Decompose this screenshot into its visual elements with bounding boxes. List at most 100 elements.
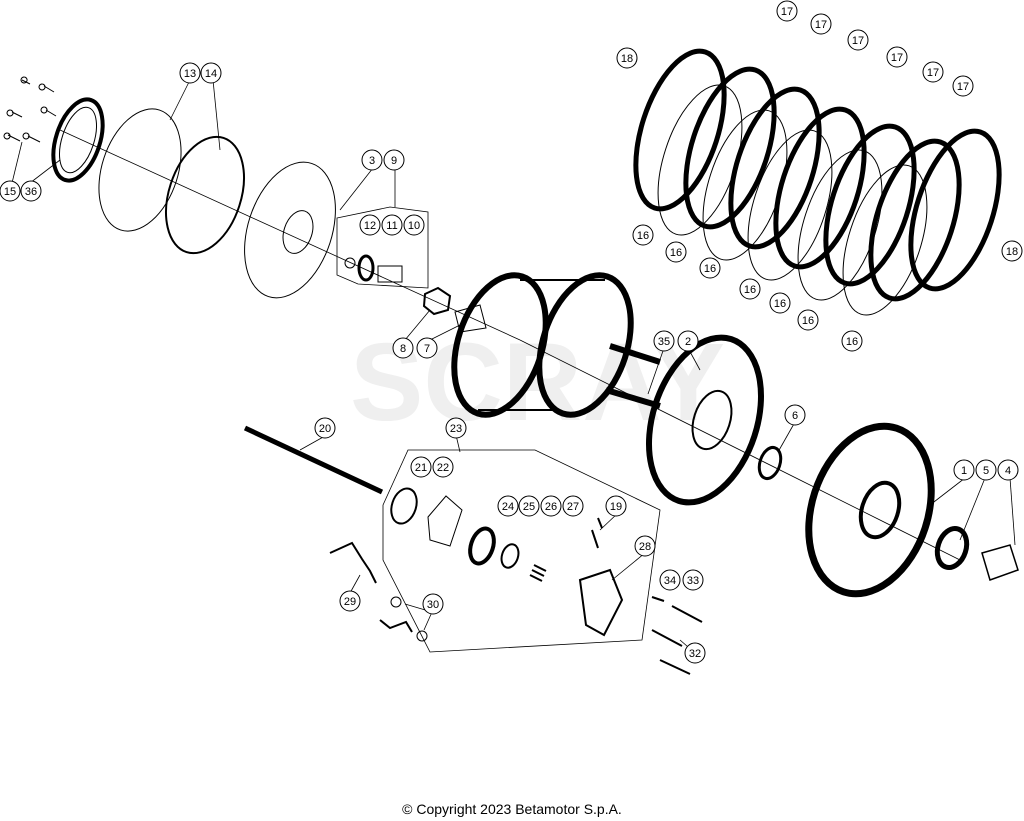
pressure-plate-hub bbox=[282, 210, 314, 254]
svg-text:3: 3 bbox=[369, 155, 375, 167]
svg-text:10: 10 bbox=[408, 220, 420, 232]
callout-17f: 17 bbox=[952, 75, 974, 97]
callout-30: 30 bbox=[422, 593, 444, 615]
callout-5: 5 bbox=[975, 459, 997, 481]
spring-26 bbox=[529, 564, 547, 582]
svg-text:27: 27 bbox=[567, 501, 579, 513]
svg-text:16: 16 bbox=[802, 315, 814, 327]
svg-text:36: 36 bbox=[25, 186, 37, 198]
svg-text:17: 17 bbox=[957, 81, 969, 93]
svg-text:16: 16 bbox=[637, 230, 649, 242]
svg-text:34: 34 bbox=[664, 575, 676, 587]
svg-text:32: 32 bbox=[689, 648, 701, 660]
callout-16f: 16 bbox=[797, 309, 819, 331]
callout-13: 13 bbox=[179, 62, 201, 84]
svg-text:21: 21 bbox=[415, 462, 427, 474]
callout-27: 27 bbox=[562, 495, 584, 517]
clutch-plate-stack bbox=[633, 48, 1002, 316]
cover-plate bbox=[98, 108, 182, 232]
svg-text:16: 16 bbox=[704, 263, 716, 275]
svg-text:20: 20 bbox=[319, 423, 331, 435]
svg-text:16: 16 bbox=[846, 336, 858, 348]
leader-lines bbox=[11, 79, 1016, 654]
banjo-fitting bbox=[379, 619, 413, 633]
callout-25: 25 bbox=[518, 495, 540, 517]
callout-15: 15 bbox=[0, 180, 21, 202]
basket-hub-gear bbox=[858, 480, 902, 540]
callout-11: 11 bbox=[381, 214, 403, 236]
callout-16d: 16 bbox=[739, 278, 761, 300]
washer-30b bbox=[416, 630, 428, 642]
washer-30a bbox=[390, 596, 402, 608]
callout-4: 4 bbox=[997, 459, 1019, 481]
gasket-22 bbox=[427, 495, 463, 547]
needle-bearing bbox=[934, 525, 970, 571]
callout-28: 28 bbox=[634, 535, 656, 557]
svg-text:13: 13 bbox=[184, 68, 196, 80]
callout-33: 33 bbox=[682, 569, 704, 591]
callout-7: 7 bbox=[416, 337, 438, 359]
callout-9: 9 bbox=[383, 149, 405, 171]
callout-18b: 18 bbox=[1001, 240, 1023, 262]
svg-text:17: 17 bbox=[927, 67, 939, 79]
thrust-washer bbox=[757, 445, 783, 481]
callout-17d: 17 bbox=[886, 46, 908, 68]
callout-24: 24 bbox=[497, 495, 519, 517]
callout-29: 29 bbox=[339, 590, 361, 612]
callout-19: 19 bbox=[605, 495, 627, 517]
svg-text:8: 8 bbox=[400, 343, 406, 355]
slave-cylinder-28 bbox=[578, 568, 624, 637]
spacer-pin-2 bbox=[605, 387, 661, 409]
callout-35: 35 bbox=[653, 330, 675, 352]
svg-text:18: 18 bbox=[1006, 246, 1018, 258]
callout-36: 36 bbox=[20, 180, 42, 202]
pressure-plate bbox=[244, 161, 336, 299]
piston-24 bbox=[468, 526, 496, 566]
o-ring-large bbox=[165, 135, 245, 255]
clutch-hub-center bbox=[691, 389, 733, 451]
bushing bbox=[981, 544, 1019, 581]
svg-text:19: 19 bbox=[610, 501, 622, 513]
svg-text:2: 2 bbox=[685, 336, 691, 348]
svg-text:18: 18 bbox=[621, 53, 633, 65]
primary-gear-basket bbox=[805, 422, 935, 598]
svg-text:29: 29 bbox=[344, 596, 356, 608]
callout-16b: 16 bbox=[665, 241, 687, 263]
circlip bbox=[344, 257, 356, 269]
hose-fitting-29 bbox=[329, 541, 377, 584]
callout-17e: 17 bbox=[922, 61, 944, 83]
bolt-set bbox=[651, 596, 703, 675]
svg-text:12: 12 bbox=[364, 220, 376, 232]
clutch-hub bbox=[646, 334, 764, 506]
callout-17c: 17 bbox=[847, 29, 869, 51]
callout-17b: 17 bbox=[810, 13, 832, 35]
callout-8: 8 bbox=[392, 337, 414, 359]
bleeder-19 bbox=[591, 517, 603, 549]
callout-34: 34 bbox=[659, 569, 681, 591]
svg-text:22: 22 bbox=[437, 462, 449, 474]
o-ring-21 bbox=[390, 487, 418, 525]
callout-10: 10 bbox=[403, 214, 425, 236]
bearing bbox=[357, 254, 375, 282]
spacer-pin bbox=[609, 343, 661, 365]
copyright-text: © Copyright 2023 Betamotor S.p.A. bbox=[402, 801, 622, 817]
seal-25 bbox=[500, 543, 520, 569]
svg-text:23: 23 bbox=[450, 423, 462, 435]
svg-text:6: 6 bbox=[792, 410, 798, 422]
gasket-ring-inner bbox=[59, 106, 97, 174]
svg-text:17: 17 bbox=[781, 6, 793, 18]
callout-12: 12 bbox=[359, 214, 381, 236]
svg-text:26: 26 bbox=[545, 501, 557, 513]
callout-20: 20 bbox=[314, 417, 336, 439]
callout-22: 22 bbox=[432, 456, 454, 478]
svg-text:1: 1 bbox=[961, 465, 967, 477]
svg-text:5: 5 bbox=[983, 465, 989, 477]
svg-text:17: 17 bbox=[891, 52, 903, 64]
callout-26: 26 bbox=[540, 495, 562, 517]
hub-nut bbox=[422, 286, 452, 316]
svg-text:35: 35 bbox=[658, 336, 670, 348]
callout-16c: 16 bbox=[699, 257, 721, 279]
svg-text:17: 17 bbox=[815, 19, 827, 31]
assembly-axis-2 bbox=[519, 339, 961, 561]
